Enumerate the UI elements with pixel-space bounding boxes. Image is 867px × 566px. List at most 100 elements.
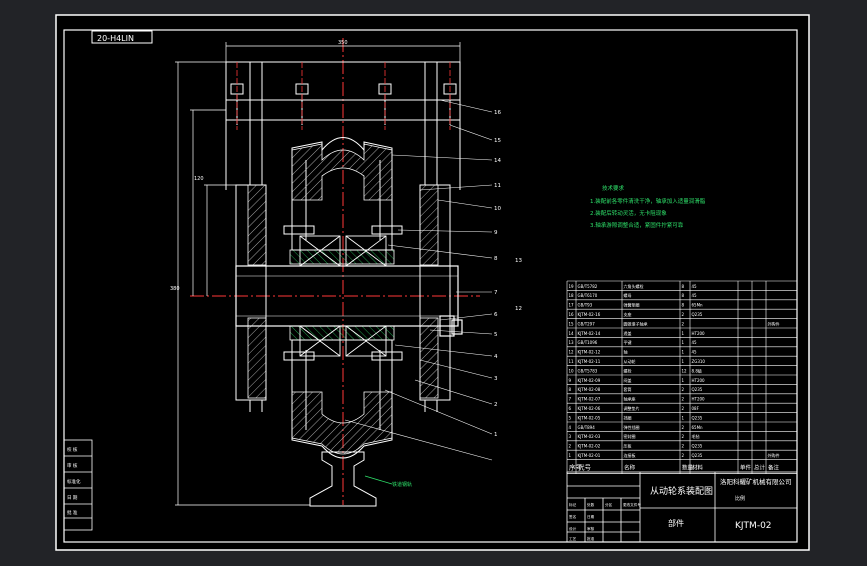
tech-req-line: 1.装配前各零件清洗干净，轴承加入适量润滑脂	[590, 197, 706, 205]
dim-mid: 120	[194, 176, 204, 182]
bom-cell: 弹簧垫圈	[624, 302, 640, 308]
bom-cell: 1	[682, 350, 685, 355]
bom-cell: 18	[569, 293, 575, 298]
technical-requirements: 技术要求 1.装配前各零件清洗干净，轴承加入适量润滑脂 2.装配后转动灵活，无卡…	[590, 184, 706, 229]
bom-cell: GB/T93	[578, 303, 593, 308]
left-block-label: 日 期	[67, 495, 78, 501]
bom-cell: 轴承座	[624, 396, 636, 402]
bom-cell: 6	[569, 406, 572, 411]
bom-cell: Q235	[692, 453, 703, 458]
left-block-label: 审 核	[67, 462, 78, 469]
bom-cell: 4	[569, 425, 572, 430]
bom-cell: GB/T5782	[578, 284, 598, 289]
bom-cell: 毛毡	[692, 433, 700, 439]
bom-header: 代号	[578, 463, 592, 472]
bom-cell: Q235	[692, 444, 703, 449]
bom-cell: 压板	[624, 443, 632, 449]
bom-header: 数量	[682, 464, 694, 472]
title-cell: 日期	[587, 514, 595, 519]
left-block-label: 批 准	[67, 509, 78, 516]
dim-top: 350	[338, 40, 348, 46]
callout-labels: 16 15 14 11 10 9 8 7 6 5 4 3 2 1 13 12	[494, 110, 522, 438]
dimension-lines	[175, 42, 461, 506]
bom-cell: 外购件	[768, 320, 780, 326]
side-supports	[235, 184, 451, 412]
bom-cell: 14	[569, 331, 575, 336]
bom-cell: 8	[682, 303, 685, 308]
bom-header: 名称	[624, 464, 636, 472]
left-block-label: 标准化	[67, 478, 81, 485]
left-block-label: 校 核	[67, 446, 78, 453]
bom-cell: 平键	[624, 339, 632, 345]
callout-label: 13	[515, 258, 522, 264]
bom-cell: 17	[569, 303, 575, 308]
title-cell: 分区	[605, 502, 613, 507]
title-cell: 审核	[587, 526, 595, 531]
bom-cell: 45	[692, 340, 698, 345]
bom-cell: 3	[569, 434, 572, 439]
bom-cell: HT200	[692, 397, 706, 402]
bom-cell: 2	[682, 425, 685, 430]
bom-cell: KJTM-02-03	[578, 434, 601, 439]
bom-cell: KJTM-02-09	[578, 378, 601, 383]
bom-header: 材料	[692, 464, 704, 472]
bom-cell: Q235	[692, 387, 703, 392]
callout-label: 2	[494, 402, 498, 408]
bom-cell: 密封圈	[624, 433, 636, 439]
bom-cell: 8	[682, 293, 685, 298]
bom-header: 备注	[768, 464, 780, 472]
callout-label: 7	[494, 290, 498, 296]
bom-cell: ZG310	[692, 359, 706, 364]
left-signature-block	[63, 439, 93, 531]
bom-cell: 螺母	[624, 292, 632, 298]
title-cell: 更改文件号	[623, 502, 641, 507]
bom-cell: KJTM-02-05	[578, 415, 601, 420]
bom-cell: 连接板	[624, 452, 636, 458]
tech-req-line: 2.装配后转动灵活，无卡阻现象	[590, 209, 667, 217]
bom-cell: KJTM-02-16	[578, 312, 601, 317]
drawing-title: 从动轮系装配图	[650, 485, 713, 497]
bom-cell: 2	[682, 321, 685, 326]
bom-cell: 2	[682, 434, 685, 439]
bearings	[299, 235, 387, 357]
bom-cell: 45	[692, 350, 698, 355]
bom-cell: 支座	[624, 311, 632, 317]
title-cell: 工艺	[569, 536, 577, 541]
cover-bolts	[283, 225, 403, 361]
bom-cell: KJTM-02-06	[578, 406, 601, 411]
bom-cell: 2	[569, 444, 572, 449]
rail-note: 铁道钢轨	[392, 481, 412, 488]
bom-cell: HT200	[692, 378, 706, 383]
left-block-labels: 校 核 审 核 标准化 日 期 批 准	[67, 446, 81, 516]
bom-cell: 7	[569, 397, 572, 402]
bom-cell: 65Mn	[692, 303, 704, 308]
bom-cell: 9	[569, 378, 572, 383]
bom-cell: KJTM-02-02	[578, 444, 601, 449]
bom-header: 序号	[569, 463, 583, 472]
title-cell: 标记	[569, 502, 577, 507]
rail-leader	[364, 475, 393, 485]
section-hatching	[247, 143, 439, 455]
bom-cell: 12	[569, 350, 575, 355]
sheet	[55, 14, 810, 551]
dim-left: 380	[170, 286, 180, 292]
bom-cell: Q235	[692, 312, 703, 317]
stamp-text: 20-H4LIN	[97, 34, 134, 43]
bom-cell: 闷盖	[624, 377, 632, 383]
title-block	[566, 471, 798, 543]
bom-cell: 11	[569, 359, 575, 364]
bom-cell: 2	[682, 453, 685, 458]
bom-cell: 45	[692, 293, 698, 298]
tech-req-title: 技术要求	[602, 184, 625, 192]
callout-label: 8	[494, 256, 498, 262]
callout-label: 4	[494, 354, 498, 360]
rail-profile	[309, 451, 377, 507]
bom-cell: 2	[682, 406, 685, 411]
title-cell: 设计	[569, 526, 577, 531]
bom-cell: GB/T894	[578, 425, 596, 430]
bom-cell: 1	[682, 340, 685, 345]
bom-cell: 12	[682, 368, 688, 373]
bom-cell: 2	[682, 444, 685, 449]
bom-cell: GB/T6170	[578, 293, 598, 298]
bom-cell: 挡圈	[624, 414, 632, 420]
